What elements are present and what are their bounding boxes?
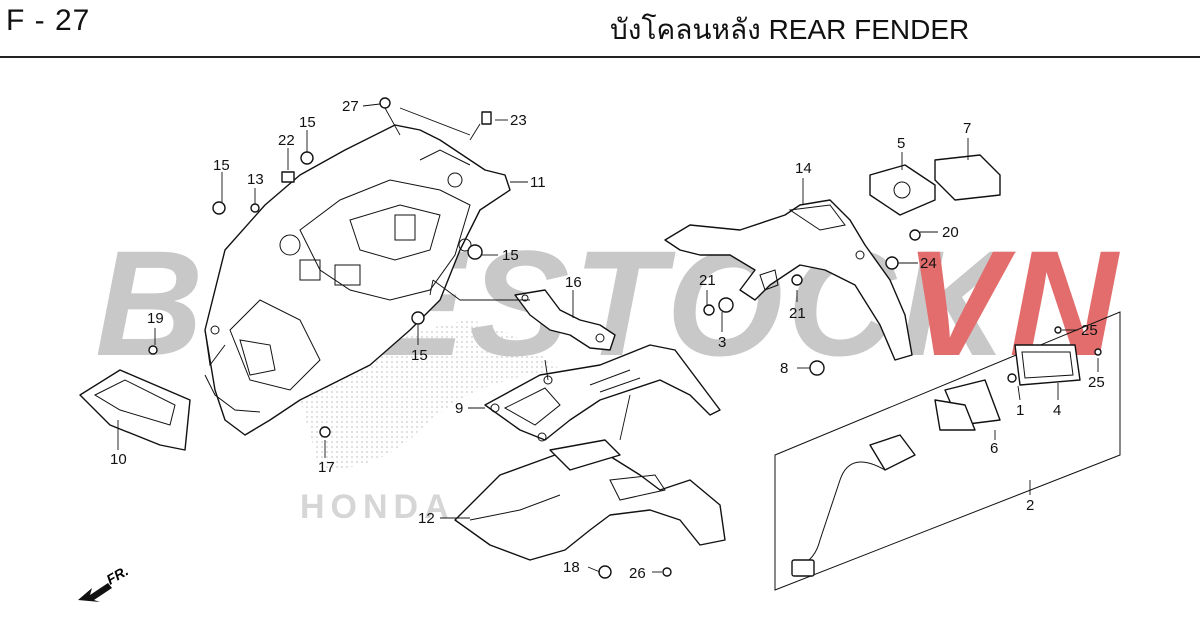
splash-guard-part-12 — [454, 439, 726, 561]
callout-25: 25 — [1088, 374, 1105, 391]
callout-12: 12 — [418, 510, 435, 527]
callout-21: 21 — [789, 305, 806, 322]
callout-15: 15 — [411, 347, 428, 364]
callout-7: 7 — [963, 120, 971, 137]
callout-6: 6 — [990, 440, 998, 457]
callout-26: 26 — [629, 565, 646, 582]
callout-23: 23 — [510, 112, 527, 129]
callout-3: 3 — [718, 334, 726, 351]
callout-20: 20 — [942, 224, 959, 241]
callout-16: 16 — [565, 274, 582, 291]
watermark-text-red: VN — [905, 219, 1121, 387]
callout-8: 8 — [780, 360, 788, 377]
front-arrow-icon — [78, 583, 112, 602]
license-bracket-part-14 — [664, 199, 913, 361]
callout-15: 15 — [213, 157, 230, 174]
diagram-title: บังโคลนหลัง REAR FENDER — [610, 14, 970, 45]
callout-15: 15 — [502, 247, 519, 264]
leader-lines — [117, 103, 1099, 573]
callout-21: 21 — [699, 272, 716, 289]
rear-fender-inner-part — [204, 124, 511, 436]
callout-25: 25 — [1081, 322, 1098, 339]
callout-14: 14 — [795, 160, 812, 177]
callout-9: 9 — [455, 400, 463, 417]
callout-24: 24 — [920, 255, 937, 272]
callout-18: 18 — [563, 559, 580, 576]
callout-27: 27 — [342, 98, 359, 115]
bracket-part-16 — [514, 289, 616, 351]
hardware — [148, 97, 1102, 579]
callout-1: 1 — [1016, 402, 1024, 419]
callout-19: 19 — [147, 310, 164, 327]
tail-light-assembly — [774, 311, 1121, 591]
callout-22: 22 — [278, 132, 295, 149]
callout-5: 5 — [897, 135, 905, 152]
callout-17: 17 — [318, 459, 335, 476]
callout-15: 15 — [299, 114, 316, 131]
reflector-parts — [869, 154, 1001, 216]
callouts: 27 23 15 22 15 13 11 15 15 16 19 10 17 9… — [110, 98, 1105, 582]
bracket-part-9 — [484, 344, 721, 442]
callout-4: 4 — [1053, 402, 1061, 419]
header-divider — [0, 56, 1200, 58]
front-direction-indicator: FR. — [78, 562, 131, 602]
rear-fender-cover-part — [79, 369, 191, 451]
callout-11: 11 — [530, 174, 546, 191]
callout-2: 2 — [1026, 497, 1034, 514]
callout-10: 10 — [110, 451, 127, 468]
diagram-code: F - 27 — [6, 4, 91, 37]
watermark-honda-text: HONDA — [300, 488, 455, 526]
callout-13: 13 — [247, 171, 264, 188]
